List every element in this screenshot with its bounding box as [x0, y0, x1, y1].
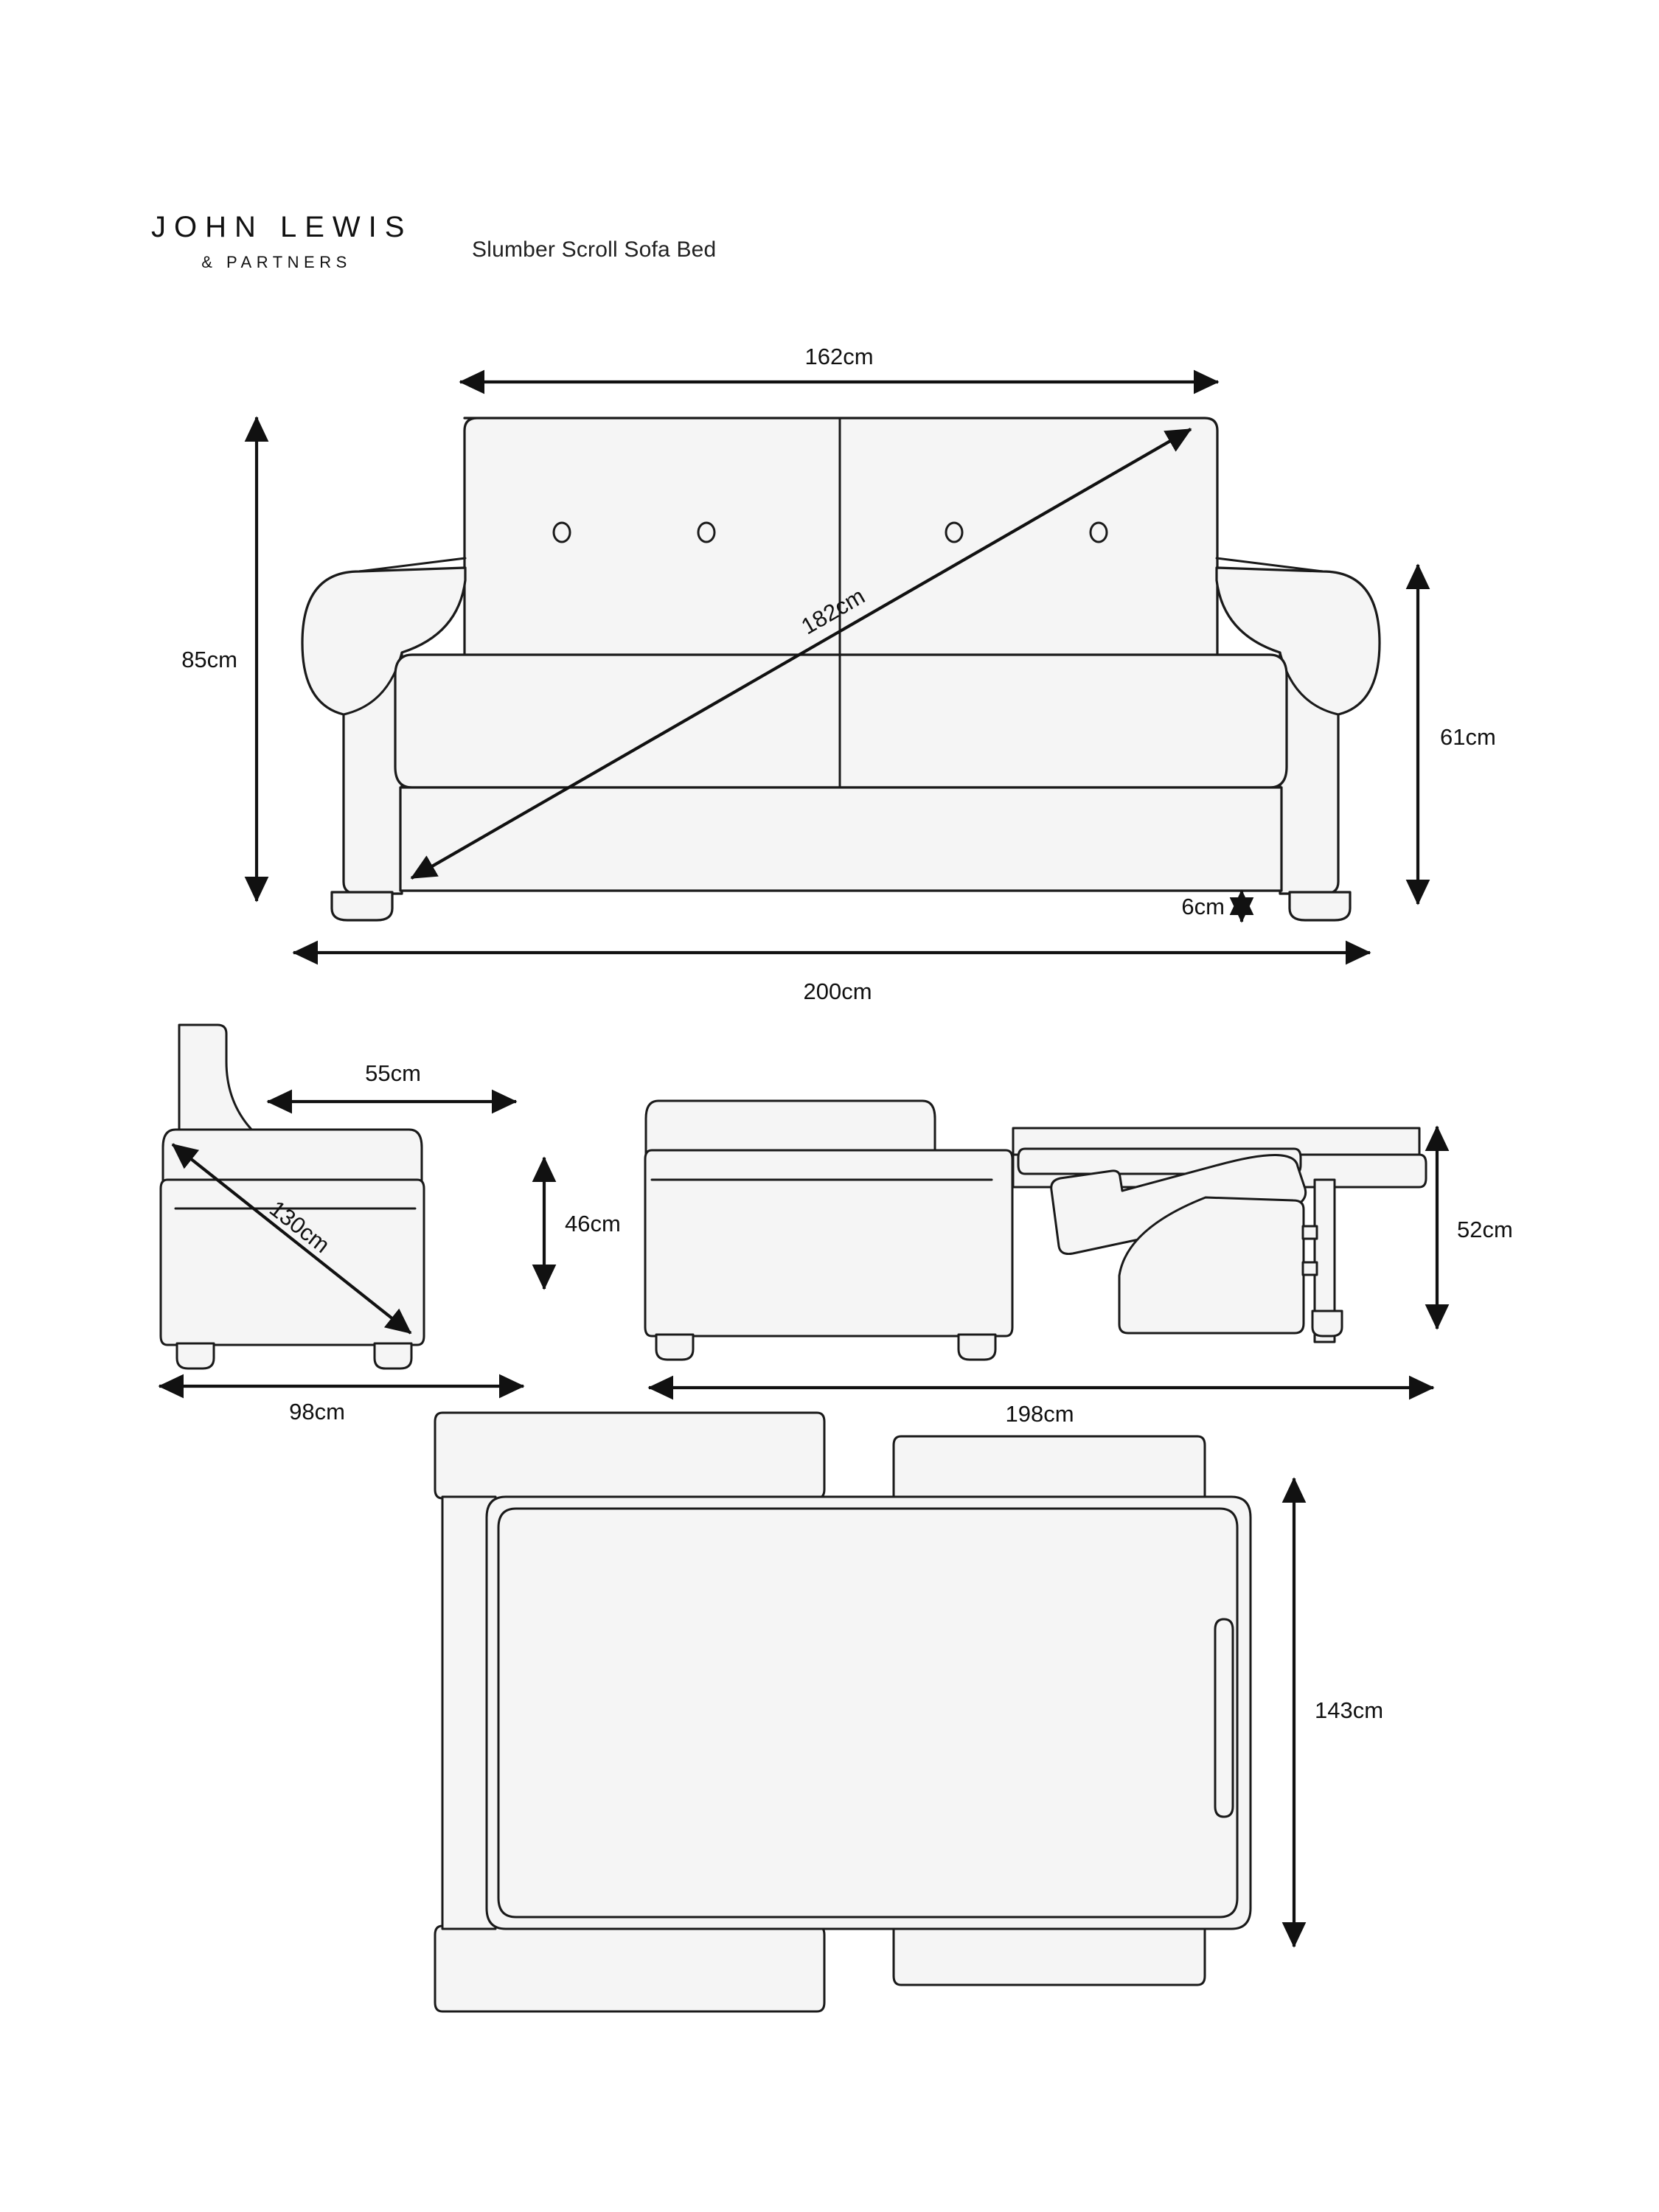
dim-label-52cm: 52cm	[1457, 1217, 1513, 1242]
front-elevation-view: 162cm 85cm 182cm 61cm 6cm 200cm	[181, 344, 1496, 1004]
bed-sofa-body	[644, 1149, 1014, 1338]
dim-label-55cm: 55cm	[365, 1060, 421, 1086]
side-elevation-view: 55cm 130cm 46cm 98cm	[158, 1023, 621, 1425]
brand-name-secondary: & PARTNERS	[201, 253, 352, 271]
dim-label-46cm: 46cm	[565, 1211, 621, 1237]
dim-label-6cm: 6cm	[1181, 894, 1225, 919]
bed-mechanism-lower-wedge	[1118, 1196, 1305, 1335]
side-front-foot	[175, 1342, 215, 1370]
dim-label-61cm: 61cm	[1440, 724, 1496, 750]
dim-label-200cm: 200cm	[803, 978, 872, 1004]
dim-line-182cm	[410, 428, 1192, 880]
bed-sofa-foot-left	[655, 1333, 695, 1361]
bed-support-bracket-lower	[1301, 1261, 1318, 1276]
plan-side-rail-left	[441, 1495, 497, 1930]
side-back-cushion	[178, 1023, 259, 1141]
plan-mattress-panel-inner	[497, 1507, 1239, 1919]
front-right-arm-top-slope	[1215, 557, 1324, 573]
front-right-foot	[1288, 891, 1352, 922]
page-title: Slumber Scroll Sofa Bed	[472, 237, 717, 262]
dim-label-85cm: 85cm	[181, 647, 237, 672]
dim-label-198cm: 198cm	[1005, 1401, 1074, 1427]
side-back-foot	[373, 1342, 413, 1370]
dim-label-143cm: 143cm	[1315, 1697, 1383, 1723]
bed-support-foot	[1311, 1310, 1343, 1338]
bed-extended-view: 52cm 198cm	[644, 1099, 1513, 1427]
bed-support-bracket-upper	[1301, 1225, 1318, 1240]
plan-edge-bolster-right	[1214, 1618, 1234, 1818]
dim-line-130cm	[171, 1143, 412, 1335]
dim-label-98cm: 98cm	[289, 1399, 345, 1425]
brand-name-primary: JOHN LEWIS	[151, 211, 413, 243]
bed-sofa-foot-right	[957, 1333, 997, 1361]
bed-mechanism-upper-flap	[1050, 1154, 1307, 1255]
front-left-foot	[330, 891, 394, 922]
dim-label-162cm: 162cm	[804, 344, 873, 369]
plan-arm-top-left	[434, 1411, 826, 1500]
front-right-arm	[1215, 566, 1381, 895]
front-base	[399, 786, 1283, 892]
bed-support-leg	[1313, 1178, 1336, 1343]
plan-arm-bottom-left	[434, 1924, 826, 2013]
brand-logo: JOHN LEWIS & PARTNERS	[151, 211, 413, 271]
bed-plan-view: 143cm	[434, 1411, 1383, 2013]
